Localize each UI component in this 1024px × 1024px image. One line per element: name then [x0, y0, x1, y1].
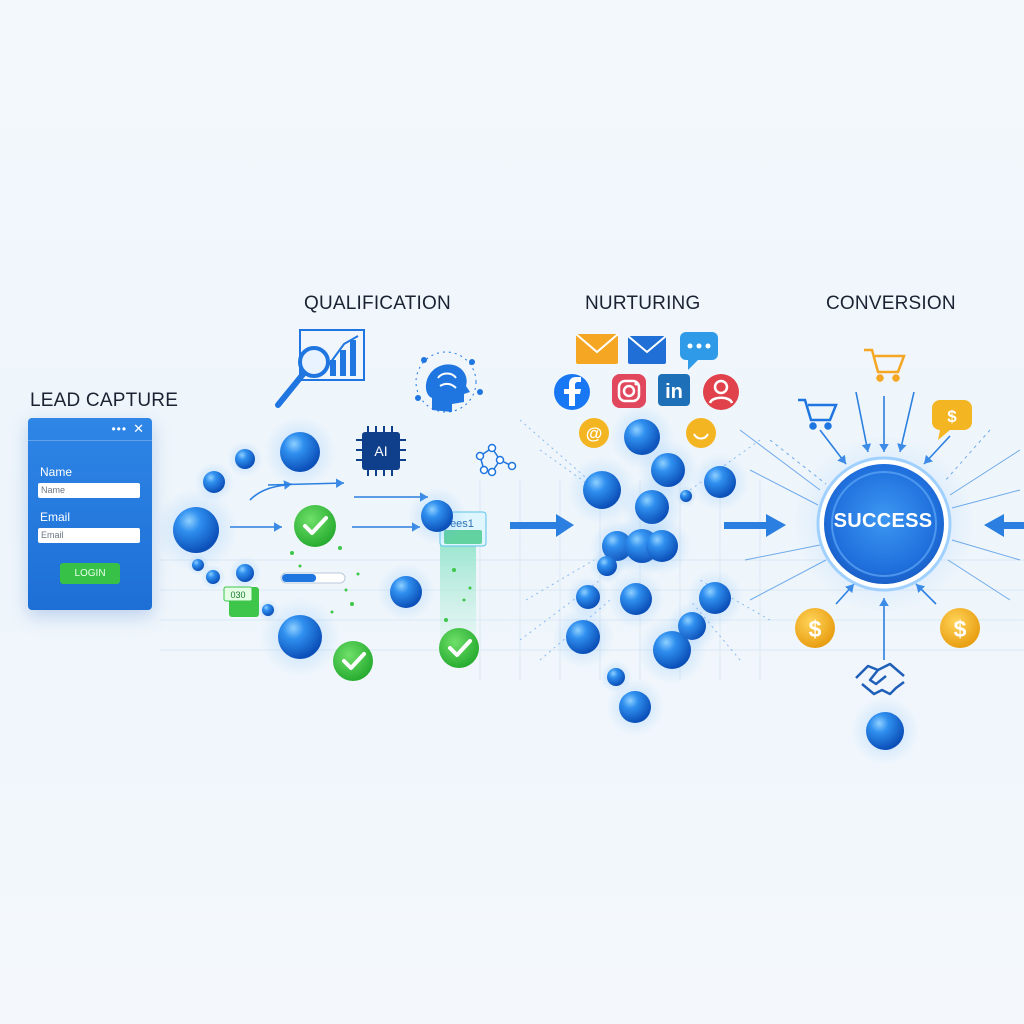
progress-bar — [280, 572, 346, 584]
lead-sphere — [680, 490, 692, 502]
lead-sphere — [646, 530, 678, 562]
lead-capture-form: ••• ✕ Name Name Email Email LOGIN — [28, 418, 152, 610]
lead-sphere — [866, 712, 904, 750]
lead-sphere — [620, 583, 652, 615]
facebook-icon — [554, 374, 590, 410]
network-nodes-icon — [475, 443, 517, 477]
lead-sphere — [653, 631, 691, 669]
stage-arrows — [510, 514, 1024, 537]
ai-chip-icon: AI — [356, 426, 406, 476]
svg-text:in: in — [665, 381, 683, 403]
dollar-coin-icon: $ — [940, 608, 980, 648]
lead-sphere — [421, 500, 453, 532]
shopping-cart-icon — [864, 348, 906, 382]
email-icon-blue — [627, 335, 667, 364]
dollar-chat-icon: $ — [932, 400, 972, 440]
lead-sphere — [173, 507, 219, 553]
success-label: SUCCESS — [833, 510, 933, 532]
check-icon — [333, 641, 373, 681]
success-circle — [794, 434, 974, 614]
stage-title-lead-capture: LEAD CAPTURE — [30, 390, 179, 411]
lead-sphere — [235, 449, 255, 469]
svg-text:$: $ — [809, 616, 822, 642]
lead-sphere — [597, 556, 617, 576]
lead-sphere — [203, 471, 225, 493]
stage-title-conversion: CONVERSION — [826, 293, 956, 314]
email-icon — [575, 333, 619, 364]
linkedin-icon: in — [658, 374, 690, 406]
lead-sphere — [607, 668, 625, 686]
lead-sphere — [206, 570, 220, 584]
name-field[interactable]: Name — [38, 483, 140, 498]
svg-text:030: 030 — [230, 590, 245, 600]
stage-title-nurturing: NURTURING — [585, 293, 701, 314]
stage-title-qualification: QUALIFICATION — [304, 293, 451, 314]
lead-sphere — [566, 620, 600, 654]
lead-sphere — [619, 691, 651, 723]
user-profile-icon — [703, 374, 739, 410]
green-particles — [290, 546, 472, 622]
at-sign-icon: @ — [579, 418, 609, 448]
lead-sphere — [704, 466, 736, 498]
svg-text:@: @ — [586, 424, 603, 443]
lead-sphere — [583, 471, 621, 509]
more-options-icon[interactable]: ••• — [111, 422, 128, 436]
email-label: Email — [40, 510, 71, 524]
lead-sphere — [576, 585, 600, 609]
svg-text:$: $ — [947, 407, 957, 426]
email-field[interactable]: Email — [38, 528, 140, 543]
handshake-icon — [855, 662, 905, 696]
check-icon — [294, 505, 336, 547]
instagram-icon — [612, 374, 646, 408]
brain-head-icon — [415, 351, 483, 413]
login-button[interactable]: LOGIN — [60, 563, 120, 584]
chat-bubble-icon — [680, 332, 718, 370]
lead-spheres — [154, 404, 920, 766]
smile-icon — [686, 418, 716, 448]
ai-chip-label: AI — [374, 443, 387, 459]
lead-sphere — [192, 559, 204, 571]
analytics-magnifier-icon — [275, 329, 365, 408]
svg-text:$: $ — [954, 616, 967, 642]
small-badge: 030 — [223, 586, 259, 617]
name-label: Name — [40, 465, 73, 479]
close-icon[interactable]: ✕ — [133, 421, 144, 436]
lead-sphere — [280, 432, 320, 472]
shopping-cart-icon-blue — [798, 398, 838, 430]
check-icon — [439, 628, 479, 668]
form-titlebar: ••• ✕ — [28, 418, 152, 441]
dollar-coin-icon: $ — [795, 608, 835, 648]
lead-sphere — [236, 564, 254, 582]
lead-sphere — [390, 576, 422, 608]
lead-sphere — [278, 615, 322, 659]
